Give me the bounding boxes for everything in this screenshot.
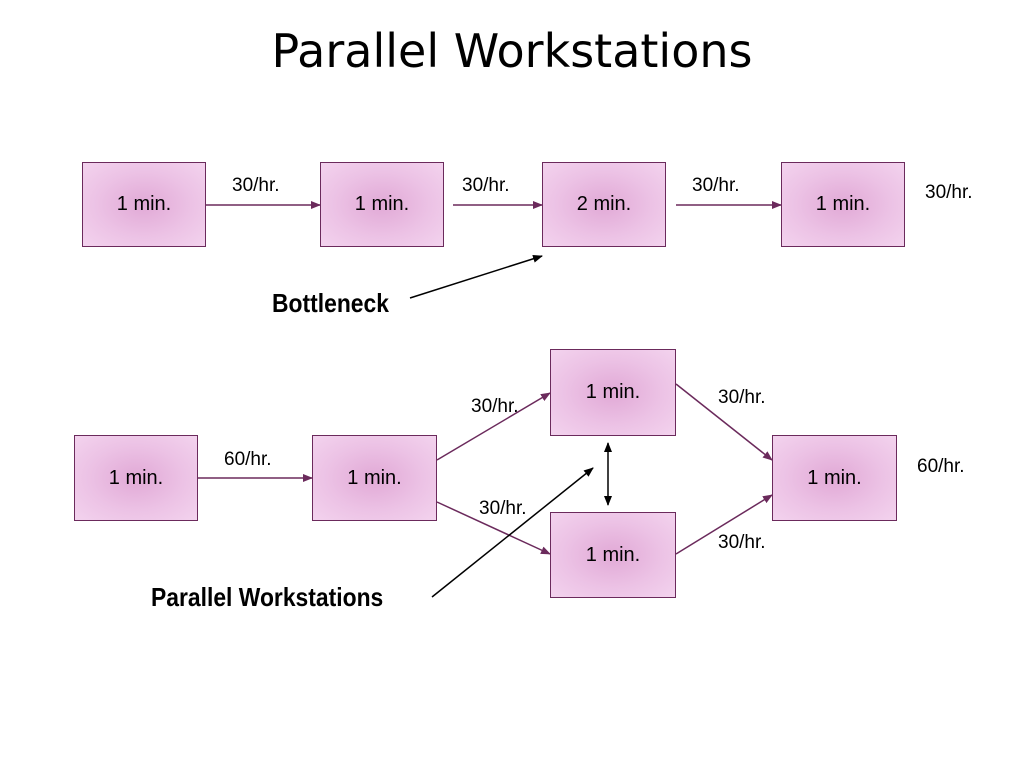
parallel-pointer-arrow xyxy=(431,467,594,598)
rate-bottom-merge-up: 30/hr. xyxy=(718,387,766,408)
rate-top-2: 30/hr. xyxy=(462,175,510,196)
rate-bottom-split-up: 30/hr. xyxy=(471,396,519,417)
bottleneck-label: Bottleneck xyxy=(272,288,389,318)
flow-arrow-bottom-merge-down xyxy=(675,494,773,555)
station-bottom-parallel-upper: 1 min. xyxy=(550,349,676,436)
station-bottom-final: 1 min. xyxy=(772,435,897,521)
station-top-4: 1 min. xyxy=(781,162,905,247)
rate-top-1: 30/hr. xyxy=(232,175,280,196)
bottleneck-pointer-arrow xyxy=(409,254,543,299)
flow-arrow-bottom-split-down xyxy=(436,501,551,555)
rate-bottom-output: 60/hr. xyxy=(917,456,965,477)
slide-title: Parallel Workstations xyxy=(271,24,753,78)
rate-bottom-split-down: 30/hr. xyxy=(479,498,527,519)
station-top-3-bottleneck: 2 min. xyxy=(542,162,666,247)
flow-arrow-bottom-merge-up xyxy=(675,383,773,461)
rate-bottom-merge-down: 30/hr. xyxy=(718,532,766,553)
station-bottom-2: 1 min. xyxy=(312,435,437,521)
rate-top-output: 30/hr. xyxy=(925,182,973,203)
rate-top-3: 30/hr. xyxy=(692,175,740,196)
rate-bottom-input: 60/hr. xyxy=(224,449,272,470)
parallel-workstations-label: Parallel Workstations xyxy=(151,582,384,612)
station-bottom-parallel-lower: 1 min. xyxy=(550,512,676,598)
station-bottom-1: 1 min. xyxy=(74,435,198,521)
flow-arrow-bottom-split-up xyxy=(436,392,551,461)
station-top-2: 1 min. xyxy=(320,162,444,247)
station-top-1: 1 min. xyxy=(82,162,206,247)
